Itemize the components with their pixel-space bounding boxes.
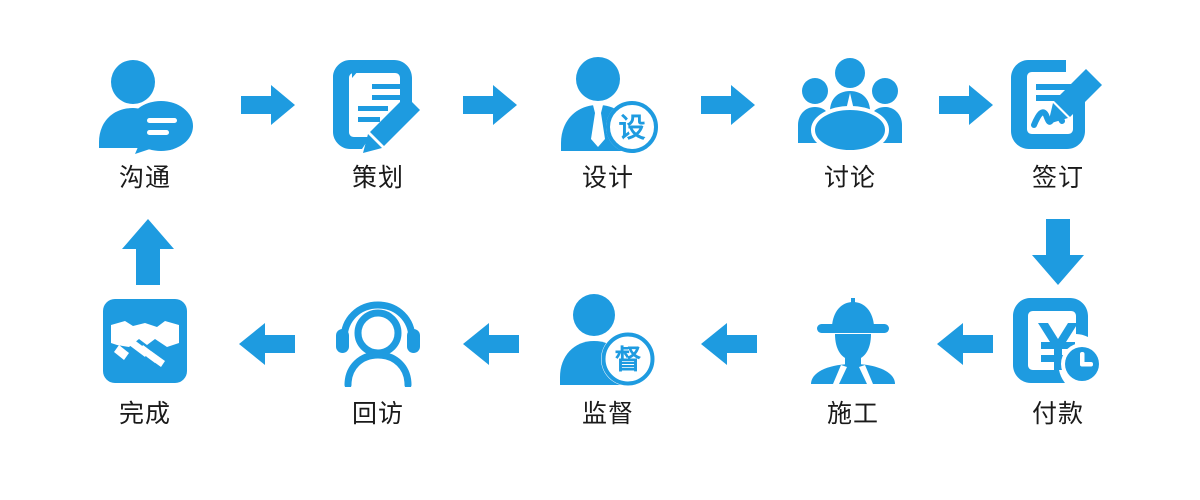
meeting-group-icon — [785, 52, 915, 157]
flow-step-complete[interactable]: 完成 — [80, 288, 210, 429]
arrow-right-4 — [938, 82, 994, 128]
flow-step-label: 策划 — [351, 163, 404, 192]
flow-step-contract-signing[interactable]: 签订 — [993, 52, 1123, 193]
arrow-left-2 — [700, 320, 758, 368]
person-speech-bubble-icon — [80, 52, 210, 157]
flow-step-construction[interactable]: 施工 — [788, 288, 918, 429]
handshake-square-icon — [80, 288, 210, 393]
supervision-badge-char: 督 — [615, 345, 642, 376]
flow-step-label: 沟通 — [118, 163, 171, 192]
arrow-down-1 — [1028, 218, 1088, 288]
document-pencil-icon — [313, 52, 443, 157]
hardhat-worker-icon — [788, 288, 918, 393]
yuan-invoice-clock-icon — [993, 288, 1123, 393]
flow-step-label: 设计 — [581, 163, 634, 192]
flow-step-followup[interactable]: 回访 — [313, 288, 443, 429]
contract-signature-icon — [993, 52, 1123, 157]
arrow-left-1 — [936, 320, 994, 368]
flow-step-planning[interactable]: 策划 — [313, 52, 443, 193]
designer-badge-icon: 设 — [543, 52, 673, 157]
arrow-right-1 — [240, 82, 296, 128]
flow-step-label: 监督 — [581, 399, 634, 428]
flow-step-label: 签订 — [1031, 163, 1084, 192]
flow-step-label: 回访 — [351, 399, 404, 428]
flow-step-label: 完成 — [118, 399, 171, 428]
arrow-left-3 — [462, 320, 520, 368]
supervisor-badge-icon: 督 — [543, 288, 673, 393]
arrow-left-4 — [238, 320, 296, 368]
flow-step-supervision[interactable]: 督 监督 — [543, 288, 673, 429]
arrow-right-3 — [700, 82, 756, 128]
flow-step-communication[interactable]: 沟通 — [80, 52, 210, 193]
flow-step-label: 付款 — [1031, 399, 1084, 428]
arrow-up-1 — [118, 216, 178, 286]
flow-step-payment[interactable]: 付款 — [993, 288, 1123, 429]
flow-step-design[interactable]: 设 设计 — [543, 52, 673, 193]
headset-agent-icon — [313, 288, 443, 393]
flow-step-label: 施工 — [826, 399, 879, 428]
flow-step-label: 讨论 — [823, 163, 876, 192]
arrow-right-2 — [462, 82, 518, 128]
design-badge-char: 设 — [619, 113, 646, 144]
flow-step-discussion[interactable]: 讨论 — [785, 52, 915, 193]
